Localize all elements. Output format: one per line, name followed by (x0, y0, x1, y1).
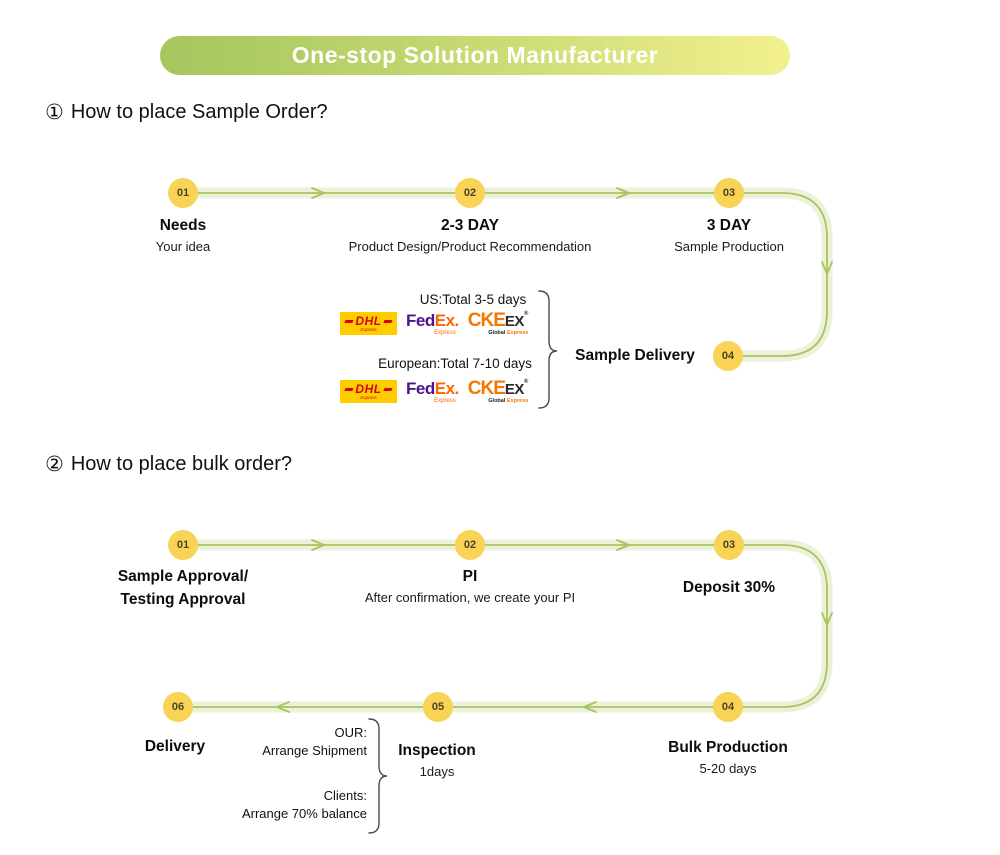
step-subtitle: Product Design/Product Recommendation (348, 239, 592, 255)
step-label-sample-approval: Sample Approval/ Testing Approval (118, 565, 248, 612)
us-delivery-time: US:Total 3-5 days (419, 292, 527, 307)
step-title: Bulk Production (668, 739, 788, 756)
registered-icon: ® (523, 379, 529, 385)
arrow-left-icon (583, 701, 597, 713)
banner-title: One-stop Solution Manufacturer (291, 42, 659, 68)
shipment-note-clients-label: Clients: (323, 788, 367, 803)
arrow-left-icon (276, 701, 290, 713)
step-circle-bulk-03: 03 (714, 530, 744, 560)
bulk-flow-line (172, 539, 833, 713)
step-title: Delivery (144, 738, 206, 755)
shipment-note-our-label: OUR: (334, 725, 368, 740)
ckeex-global: Global (488, 398, 506, 404)
dhl-dash-icon (344, 319, 354, 323)
fedex-ex: Ex. (434, 310, 460, 330)
eu-delivery-time: European:Total 7-10 days (378, 356, 532, 371)
dhl-wordmark: DHL (355, 314, 382, 328)
step-circle-bulk-02: 02 (455, 530, 485, 560)
brace-shipment-note-icon (368, 718, 388, 834)
brace-sample-delivery-icon (538, 290, 558, 409)
ckeex-ex: EX (504, 313, 525, 330)
step-title: Testing Approval (120, 591, 246, 609)
section2-heading-text: How to place bulk order? (70, 453, 293, 475)
dhl-logo: DHL Express (340, 312, 397, 336)
arrow-right-icon (616, 539, 630, 551)
step-title: Deposit 30% (682, 579, 776, 596)
step-subtitle: Your idea (155, 239, 211, 255)
step-title: Sample Delivery (575, 347, 695, 364)
ckeex-ex: EX (504, 381, 525, 398)
step-subtitle: After confirmation, we create your PI (364, 590, 576, 606)
step-circle-bulk-01: 01 (168, 530, 198, 560)
fedex-fed: Fed (406, 310, 435, 330)
arrow-right-icon (311, 187, 325, 199)
ckeex-cke: CKE (467, 310, 506, 331)
step-subtitle: Sample Production (674, 239, 784, 255)
step-circle-sample-02: 02 (455, 178, 485, 208)
ckeex-express: Express (506, 330, 529, 336)
ckeex-cke: CKE (467, 378, 506, 399)
step-title: 2-3 DAY (440, 217, 500, 234)
step-circle-bulk-06: 06 (163, 692, 193, 722)
section1-heading: ① How to place Sample Order? (45, 101, 328, 124)
step-title: Needs (159, 217, 207, 234)
circled-number-2: ② (45, 452, 64, 476)
step-label-design: 2-3 DAY Product Design/Product Recommend… (349, 214, 592, 254)
shipment-note-our-text: Arrange Shipment (262, 743, 367, 758)
arrow-down-icon (821, 612, 833, 626)
ckeex-global: Global (488, 330, 506, 336)
step-label-needs: Needs Your idea (156, 214, 210, 254)
dhl-express-label: Express (360, 395, 377, 400)
fedex-logo: FedEx. Express (406, 380, 459, 404)
step-title: Inspection (398, 742, 476, 759)
dhl-dash-icon (344, 387, 354, 391)
dhl-wordmark: DHL (355, 382, 382, 396)
dhl-dash-icon (383, 387, 393, 391)
section1-heading-text: How to place Sample Order? (70, 101, 328, 123)
step-title: PI (462, 568, 478, 585)
step-circle-sample-01: 01 (168, 178, 198, 208)
fedex-express-label: Express (434, 329, 456, 336)
sample-flow-line (177, 187, 833, 362)
registered-icon: ® (523, 311, 529, 317)
arrow-right-icon (311, 539, 325, 551)
title-banner: One-stop Solution Manufacturer (160, 36, 790, 75)
step-label-inspection: Inspection 1days (398, 739, 476, 779)
step-label-sample-delivery: Sample Delivery (575, 344, 695, 367)
step-label-bulk-production: Bulk Production 5-20 days (668, 736, 788, 776)
ckeex-express: Express (506, 398, 529, 404)
dhl-dash-icon (383, 319, 393, 323)
step-circle-sample-03: 03 (714, 178, 744, 208)
step-circle-sample-04: 04 (713, 341, 743, 371)
arrow-down-icon (821, 261, 833, 275)
dhl-express-label: Express (360, 327, 377, 332)
arrow-right-icon (616, 187, 630, 199)
step-title: Sample Approval/ (117, 568, 249, 585)
step-label-pi: PI After confirmation, we create your PI (365, 565, 575, 605)
dhl-logo: DHL Express (340, 380, 397, 404)
circled-number-1: ① (45, 100, 64, 124)
step-circle-bulk-04: 04 (713, 692, 743, 722)
section2-heading: ② How to place bulk order? (45, 453, 292, 476)
step-title: 3 DAY (706, 217, 752, 234)
step-label-delivery: Delivery (145, 735, 205, 758)
step-subtitle: 1days (419, 764, 455, 780)
fedex-logo: FedEx. Express (406, 312, 459, 336)
shipment-note-clients-text: Arrange 70% balance (241, 806, 367, 821)
step-label-sample-production: 3 DAY Sample Production (674, 214, 784, 254)
fedex-express-label: Express (434, 397, 456, 404)
step-label-deposit: Deposit 30% (683, 576, 775, 599)
step-circle-bulk-05: 05 (423, 692, 453, 722)
fedex-ex: Ex. (434, 378, 460, 398)
step-subtitle: 5-20 days (699, 761, 757, 777)
fedex-fed: Fed (406, 378, 435, 398)
